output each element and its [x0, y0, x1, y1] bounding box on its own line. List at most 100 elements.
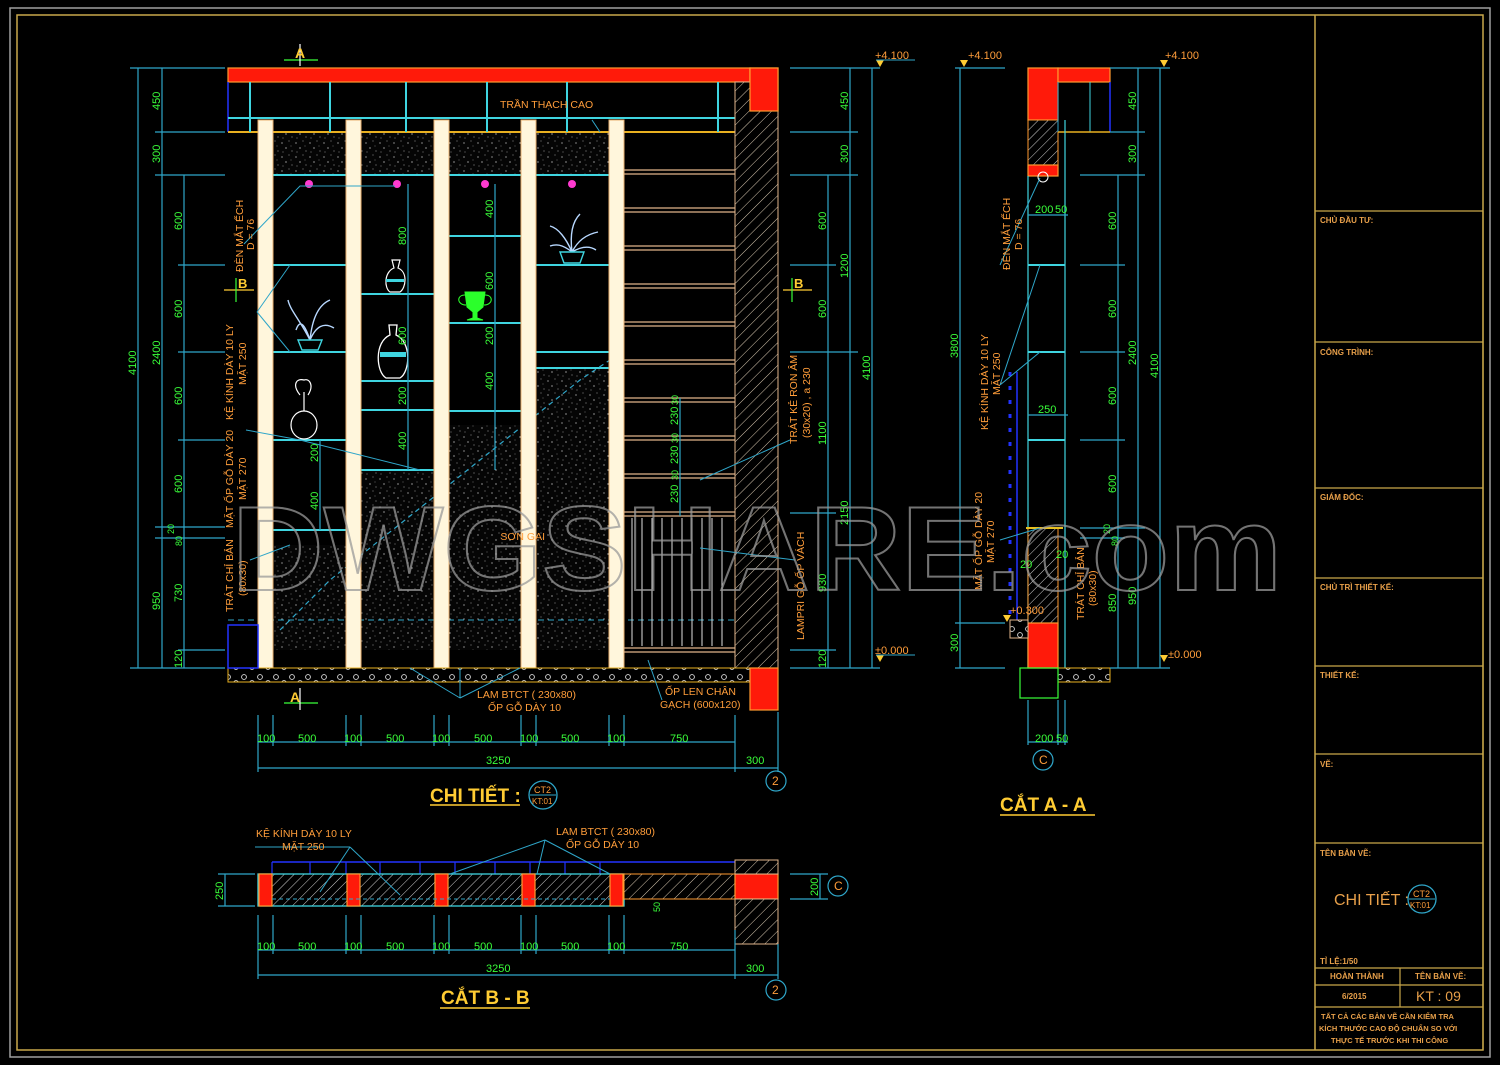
dim: 100 — [520, 733, 538, 745]
note-light-1: ĐÈN MẮT ẾCH — [233, 200, 246, 272]
dim: 500 — [298, 733, 316, 745]
dim: 200 — [484, 327, 496, 345]
note-glass-2: MẶT 250 — [282, 840, 325, 853]
dim: 250 — [1038, 404, 1056, 416]
elevation-title: CHI TIẾT : — [430, 785, 521, 807]
dim: 600 — [397, 327, 409, 345]
dim-total: 3250 — [486, 755, 510, 767]
dim: 600 — [1107, 212, 1119, 230]
dim: 20 — [166, 524, 176, 534]
top-beam — [227, 67, 751, 83]
plant-icon — [287, 299, 335, 351]
dim: 600 — [817, 300, 829, 318]
note-light-2: D = 76 — [1013, 219, 1025, 250]
section-mark-b-left: B — [238, 276, 247, 291]
disclaimer-1: TẤT CẢ CÁC BẢN VẼ CẦN KIỂM TRA — [1321, 1011, 1454, 1021]
dim: 120 — [817, 650, 829, 668]
dim: 600 — [1107, 387, 1119, 405]
level-top-left: +4.100 — [968, 50, 1002, 62]
dim: 500 — [386, 733, 404, 745]
dim: 4100 — [127, 351, 139, 375]
section-aa-title: CẮT A - A — [1000, 794, 1087, 816]
dim: 300 — [839, 145, 851, 163]
dim: 750 — [670, 733, 688, 745]
dim: 200 — [397, 387, 409, 405]
note-plaster-2: (80x30) — [1087, 570, 1099, 606]
owner-label: CHỦ ĐẦU TƯ: — [1320, 215, 1373, 225]
disclaimer-2: KÍCH THƯỚC CAO ĐỘ CHUẨN SO VỚI — [1319, 1024, 1457, 1033]
vase-icon — [377, 324, 409, 379]
note-glass-1: KỆ KÍNH DÀY 10 LY — [256, 827, 352, 840]
section-mark-a-top: A — [295, 45, 305, 61]
section-mark-a-bottom: A — [290, 689, 300, 705]
sheet-bubble-bottom: KT:01 — [1410, 901, 1431, 910]
note-lampri: LAMPRI GỖ ỐP VÁCH — [793, 532, 807, 640]
trophy-icon — [458, 291, 492, 321]
note-glass-1: KỆ KÍNH DÀY 10 LY — [978, 334, 991, 430]
note-glass-2: MẶT 250 — [990, 352, 1003, 395]
dim: 800 — [397, 227, 409, 245]
grid-label-c: C — [1039, 753, 1048, 767]
outer-frame — [9, 7, 1491, 1058]
dim: 200 — [1035, 733, 1053, 745]
dim: 3800 — [949, 334, 961, 358]
note-wood-1: MẶT ỐP GỖ DÀY 20 — [971, 492, 985, 590]
elevation-view — [130, 44, 915, 810]
project-label: CÔNG TRÌNH: — [1320, 348, 1373, 357]
dim: 600 — [173, 475, 185, 493]
dim: 600 — [173, 300, 185, 318]
note-groove-1: TRÁT KẺ RON ÂM — [787, 355, 800, 444]
completed-label: HOÀN THÀNH — [1330, 972, 1384, 981]
grid-label-c: C — [834, 879, 843, 893]
title-block-labels: CHỦ ĐẦU TƯ: CÔNG TRÌNH: GIÁM ĐỐC: CHỦ TR… — [1319, 215, 1466, 1045]
designer-label: THIẾT KẾ: — [1320, 670, 1359, 680]
dim: 500 — [561, 941, 579, 953]
dim: 4100 — [861, 356, 873, 380]
level-mid: +0.300 — [1010, 605, 1044, 617]
dim-wall: 300 — [746, 755, 764, 767]
title-block — [1314, 15, 1484, 1050]
sheet-name-label: TÊN BẢN VẼ: — [1320, 849, 1371, 858]
section-aa-labels: +4.100 +4.100 +0.300 ±0.000 ĐÈN MẮT ẾCH … — [949, 50, 1202, 816]
dim: 950 — [1127, 587, 1139, 605]
note-groove-2: (30x20) , a 230 — [801, 367, 813, 438]
dim: 4100 — [1149, 354, 1161, 378]
dim: 600 — [173, 387, 185, 405]
dim: 230 — [669, 446, 681, 464]
dim: 300 — [1127, 145, 1139, 163]
dim: 1100 — [817, 421, 829, 445]
note-ceiling: TRẦN THẠCH CAO — [500, 98, 593, 111]
dim-wall: 300 — [746, 963, 764, 975]
dim: 300 — [151, 145, 163, 163]
dim: 600 — [484, 272, 496, 290]
dim: 500 — [474, 733, 492, 745]
palm-plant-icon — [549, 213, 599, 264]
dim: 250 — [214, 882, 226, 900]
dim: 500 — [474, 941, 492, 953]
chief-designer-label: CHỦ TRÌ THIẾT KẾ: — [1320, 582, 1394, 592]
note-plaster-2: (80x30) — [237, 560, 249, 596]
dim: 200 — [809, 878, 821, 896]
dim: 2150 — [839, 501, 851, 525]
dim-total: 3250 — [486, 963, 510, 975]
level-bottom: ±0.000 — [1168, 649, 1202, 661]
scale: TỈ LỆ:1/50 — [1320, 957, 1358, 966]
section-mark-b-right: B — [794, 276, 803, 291]
sheet-bubble-top: CT2 — [1413, 889, 1430, 899]
dim: 30 — [670, 395, 680, 405]
dim: 120 — [173, 650, 185, 668]
note-paint: SƠN GAI — [500, 531, 545, 543]
note-light-2: D = 76 — [245, 219, 257, 250]
section-bb-view — [218, 839, 849, 1009]
dim: 100 — [344, 733, 362, 745]
note-glass-1: KỆ KÍNH DÀY 10 LY — [223, 324, 236, 420]
level-top-right: +4.100 — [1165, 50, 1199, 62]
dim: 400 — [484, 200, 496, 218]
dim: 50 — [652, 902, 662, 912]
note-skirting-2: GẠCH (600x120) — [660, 699, 741, 711]
dim: 100 — [257, 941, 275, 953]
dim: 100 — [432, 941, 450, 953]
dim: 600 — [173, 212, 185, 230]
dim: 50 — [1055, 204, 1067, 216]
